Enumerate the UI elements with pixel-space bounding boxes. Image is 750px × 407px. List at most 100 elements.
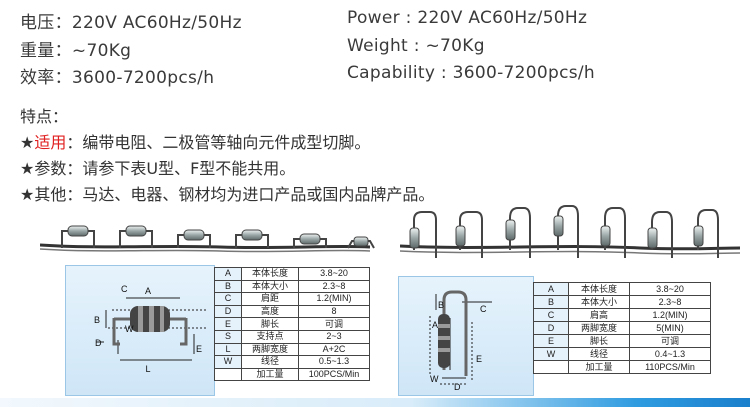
- table-cell: 2.3~8: [629, 295, 711, 309]
- table-cell: 1.2(MIN): [298, 292, 370, 306]
- resistor-u-3: [177, 229, 211, 248]
- table-cell: C: [533, 308, 569, 322]
- table-cell: W: [214, 355, 242, 369]
- table-cell: 支持点: [241, 329, 299, 344]
- table-cell: 线径: [241, 355, 299, 369]
- table-cell: 3.8~20: [298, 267, 370, 281]
- dim-label-w: W: [125, 324, 134, 334]
- component-f-6: [647, 211, 673, 258]
- component-f-5: [600, 207, 626, 258]
- table-cell: 8: [298, 304, 370, 319]
- table-cell: 0.4~1.3: [629, 347, 711, 361]
- dim-label-c: C: [480, 304, 487, 314]
- table-cell: 加工量: [568, 360, 630, 374]
- table-cell: 本体大小: [241, 279, 299, 294]
- tape-strip: [40, 243, 371, 250]
- feature-item-apply: ★适用：编带电阻、二极管等轴向元件成型切脚。: [20, 133, 371, 152]
- component-f-7: [693, 209, 719, 258]
- table-cell: 两脚宽度: [241, 342, 299, 357]
- table-cell: S: [214, 329, 242, 344]
- feature-item-other: ★其他：马达、电器、钢材均为进口产品或国内品牌产品。: [20, 185, 435, 204]
- table-cell: 脚长: [568, 334, 630, 348]
- table-cell: D: [214, 304, 242, 319]
- table-cell: 肩距: [241, 292, 299, 306]
- table-cell: A: [533, 282, 569, 296]
- table-cell: 本体长度: [568, 282, 630, 296]
- resistor-u-5: [293, 233, 327, 248]
- dim-label-b: B: [94, 315, 100, 325]
- table-cell: 1.2(MIN): [629, 308, 711, 322]
- table-cell: 本体大小: [568, 295, 630, 309]
- table-cell: 可调: [629, 334, 711, 348]
- feature-key: 其他: [34, 185, 67, 204]
- table-cell: 100PCS/Min: [298, 367, 370, 382]
- table-cell: C: [214, 292, 242, 306]
- features-title: 特点：: [20, 107, 69, 126]
- tape-strip: [400, 244, 740, 251]
- f-type-dimension-diagram: A B C D W E: [429, 290, 492, 392]
- dim-label-l: L: [145, 364, 150, 374]
- resistor-u-4: [235, 229, 269, 248]
- spec-capability-en: Capability : 3600-7200pcs/h: [347, 63, 595, 83]
- f-type-tape-illustration: [400, 205, 740, 258]
- table-cell: B: [214, 279, 242, 294]
- table-cell: 110PCS/Min: [629, 360, 711, 374]
- table-cell: D: [533, 321, 569, 335]
- table-cell: 0.5~1.3: [298, 355, 370, 369]
- table-cell: 可调: [298, 317, 370, 331]
- bottom-gradient-bar: [0, 398, 750, 407]
- table-cell: W: [533, 347, 569, 361]
- component-f-2: [455, 211, 483, 258]
- table-cell: 肩高: [568, 308, 630, 322]
- table-cell: 线径: [568, 347, 630, 361]
- component-f-3: [505, 207, 531, 258]
- component-f-4: [553, 205, 579, 258]
- table-cell: 3.8~20: [629, 282, 711, 296]
- spec-capability-cn: 效率：3600-7200pcs/h: [20, 68, 215, 88]
- resistor-u-1: [61, 225, 95, 248]
- u-type-tape-illustration: [40, 225, 375, 253]
- table-cell: A: [214, 267, 242, 281]
- table-cell: 加工量: [241, 367, 299, 382]
- dim-label-d: D: [95, 338, 102, 348]
- table-cell: L: [214, 342, 242, 357]
- feature-key: 参数: [34, 159, 67, 178]
- dim-label-w: W: [430, 374, 439, 384]
- u-type-dimension-diagram: A B C D W L E: [94, 284, 208, 374]
- table-cell: E: [533, 334, 569, 348]
- feature-item-params: ★参数：请参下表U型、F型不能共用。: [20, 159, 296, 178]
- spec-weight-en: Weight : ~70Kg: [347, 36, 485, 56]
- dim-label-a: A: [432, 320, 438, 330]
- dim-label-b: B: [438, 300, 444, 310]
- resistor-u-6: [347, 236, 375, 249]
- table-cell: A+2C: [298, 342, 370, 357]
- feature-key: 适用: [34, 133, 67, 152]
- table-cell: 2.3~8: [298, 279, 370, 294]
- star-icon: ★: [20, 185, 35, 204]
- dim-label-e: E: [196, 344, 202, 354]
- star-icon: ★: [20, 159, 35, 178]
- dim-label-c: C: [121, 284, 128, 294]
- star-icon: ★: [20, 133, 35, 152]
- component-f-1: [409, 211, 437, 258]
- table-cell: 5(MIN): [629, 321, 711, 335]
- resistor-u-2: [119, 225, 153, 248]
- table-cell: 高度: [241, 304, 299, 319]
- table-cell: B: [533, 295, 569, 309]
- spec-voltage-en: Power : 220V AC60Hz/50Hz: [347, 8, 588, 28]
